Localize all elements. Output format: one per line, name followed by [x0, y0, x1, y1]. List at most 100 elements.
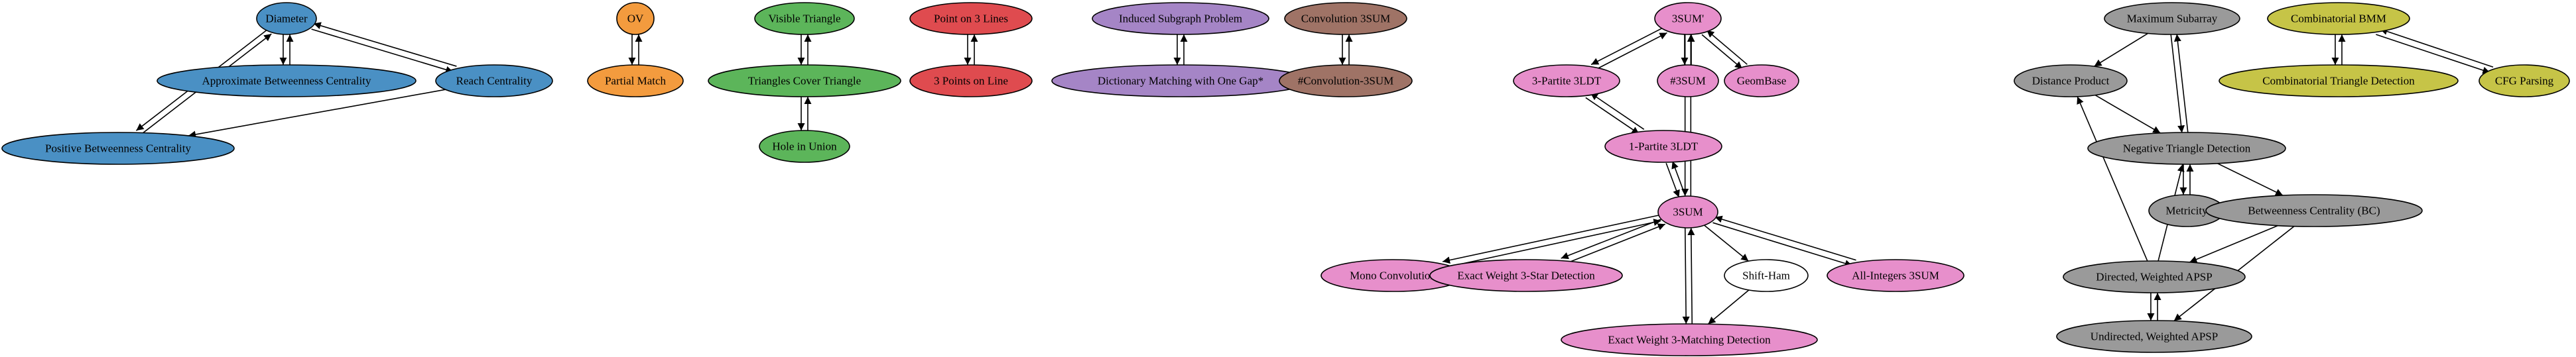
node-bc: Betweenness Centrality (BC) [2205, 194, 2423, 227]
node-label: Exact Weight 3-Star Detection [1457, 270, 1595, 282]
node-label: Combinatorial Triangle Detection [2262, 75, 2415, 87]
edge-threesum-to-all_int_3sum [1712, 222, 1853, 268]
node-label: Directed, Weighted APSP [2096, 271, 2212, 283]
node-label: Mono Convolution [1350, 270, 1436, 282]
edge-threesum_prime-to-tripartite_3ldt [1590, 26, 1664, 66]
node-label: GeomBase [1737, 75, 1787, 87]
node-comb_bmm: Combinatorial BMM [2267, 2, 2410, 35]
node-ov: OV [616, 2, 655, 35]
edge-comb_bmm-to-cfg_parsing [2376, 34, 2490, 74]
node-label: All-Integers 3SUM [1852, 270, 1939, 282]
edge-exact3match-to-threesum [1687, 227, 1695, 324]
node-ellipse [708, 64, 901, 97]
node-ellipse [1, 132, 235, 165]
node-ellipse [1604, 130, 1722, 163]
node-ellipse [909, 2, 1033, 35]
node-ellipse [435, 64, 553, 97]
node-ellipse [1827, 259, 1964, 292]
edge-threesum-to-exact3star [1561, 218, 1663, 260]
node-label: Induced Subgraph Problem [1119, 13, 1242, 25]
node-comb_tri: Combinatorial Triangle Detection [2219, 64, 2459, 97]
node-tripartite_3ldt: 3-Partite 3LDT [1513, 64, 1620, 97]
node-max_subarray: Maximum Subarray [2104, 2, 2240, 35]
node-label: 3 Points on Line [934, 75, 1008, 87]
node-exact3match: Exact Weight 3-Matching Detection [1561, 323, 1818, 356]
node-ellipse [2104, 2, 2240, 35]
node-ellipse [759, 130, 850, 163]
edge-dist_product-to-neg_tri [2094, 94, 2161, 134]
node-dict_match: Dictionary Matching with One Gap* [1051, 64, 1310, 97]
node-ellipse [1724, 259, 1809, 292]
edges-layer [135, 22, 2494, 325]
node-label: Combinatorial BMM [2291, 13, 2386, 25]
node-visible_tri: Visible Triangle [754, 2, 855, 35]
node-label: Hole in Union [772, 140, 837, 153]
edge-cfg_parsing-to-comb_bmm [2380, 28, 2494, 68]
edge-neg_tri-to-max_subarray [2173, 34, 2189, 132]
node-sharp3sum: #3SUM [1657, 64, 1719, 97]
edge-threesum-to-mono_conv [1442, 214, 1660, 264]
node-cfg_parsing: CFG Parsing [2479, 64, 2570, 97]
node-label: Positive Betweenness Centrality [45, 142, 192, 155]
node-label: OV [627, 13, 644, 25]
edge-dir_apsp-to-dist_product [2077, 96, 2148, 262]
edge-reach-to-diameter [313, 22, 457, 67]
node-label: 3SUM' [1672, 13, 1704, 25]
node-tri_cover: Triangles Cover Triangle [708, 64, 901, 97]
edge-exact3star-to-threesum [1565, 223, 1666, 264]
node-label: Metricity [2165, 205, 2208, 217]
node-ellipse [587, 64, 684, 97]
node-label: Betweenness Centrality (BC) [2248, 205, 2380, 217]
node-label: Maximum Subarray [2127, 13, 2218, 25]
node-label: Triangles Cover Triangle [748, 75, 861, 87]
node-label: Distance Product [2032, 75, 2110, 87]
node-label: 3-Partite 3LDT [1532, 75, 1602, 87]
node-label: Visible Triangle [768, 13, 840, 25]
node-exact3star: Exact Weight 3-Star Detection [1429, 259, 1623, 292]
node-label: Exact Weight 3-Matching Detection [1608, 334, 1771, 346]
node-metricity: Metricity [2148, 194, 2225, 227]
node-label: Reach Centrality [456, 75, 533, 87]
node-ellipse [2014, 64, 2128, 97]
node-hole_union: Hole in Union [759, 130, 850, 163]
node-three_points: 3 Points on Line [909, 64, 1033, 97]
edge-diameter-to-reach [311, 28, 454, 74]
edge-threesum-to-onepartite_3ldt [1671, 161, 1686, 196]
node-induced_sub: Induced Subgraph Problem [1092, 2, 1269, 35]
edge-reach-to-pos_bc [188, 89, 446, 138]
edge-all_int_3sum-to-threesum [1714, 215, 1856, 261]
edge-onepartite_3ldt-to-tripartite_3ldt [1590, 92, 1645, 130]
node-label: Shift-Ham [1742, 270, 1790, 282]
node-label: Diameter [265, 13, 308, 25]
edge-shift_ham-to-exact3match [1707, 289, 1750, 325]
node-ellipse [616, 2, 655, 35]
edge-onepartite_3ldt-to-threesum [1665, 163, 1680, 198]
node-dist_product: Distance Product [2014, 64, 2128, 97]
node-label: Dictionary Matching with One Gap* [1098, 75, 1263, 87]
node-ellipse [2219, 64, 2459, 97]
edge-neg_tri-to-bc [2217, 163, 2284, 196]
edge-mono_conv-to-threesum [1445, 219, 1661, 268]
node-ellipse [909, 64, 1033, 97]
node-label: Undirected, Weighted APSP [2091, 331, 2218, 343]
node-conv3sum: Convolution 3SUM [1284, 2, 1407, 35]
node-ellipse [2479, 64, 2570, 97]
node-ellipse [2056, 320, 2252, 353]
edge-tripartite_3ldt-to-onepartite_3ldt [1585, 97, 1640, 134]
edge-threesum_prime-to-geombase [1701, 34, 1743, 70]
node-approx_bc: Approximate Betweenness Centrality [157, 64, 417, 97]
node-ellipse [1724, 64, 1799, 97]
node-ellipse [2267, 2, 2410, 35]
node-ellipse [1657, 64, 1719, 97]
node-undir_apsp: Undirected, Weighted APSP [2056, 320, 2252, 353]
node-label: #3SUM [1670, 75, 1706, 87]
node-label: Negative Triangle Detection [2123, 142, 2251, 155]
node-ellipse [1284, 2, 1407, 35]
node-sharp_conv3sum: #Convolution-3SUM [1279, 64, 1413, 97]
edge-max_subarray-to-neg_tri [2170, 34, 2185, 133]
edge-bc-to-dir_apsp [2189, 225, 2278, 263]
node-onepartite_3ldt: 1-Partite 3LDT [1604, 130, 1722, 163]
node-ellipse [1429, 259, 1623, 292]
